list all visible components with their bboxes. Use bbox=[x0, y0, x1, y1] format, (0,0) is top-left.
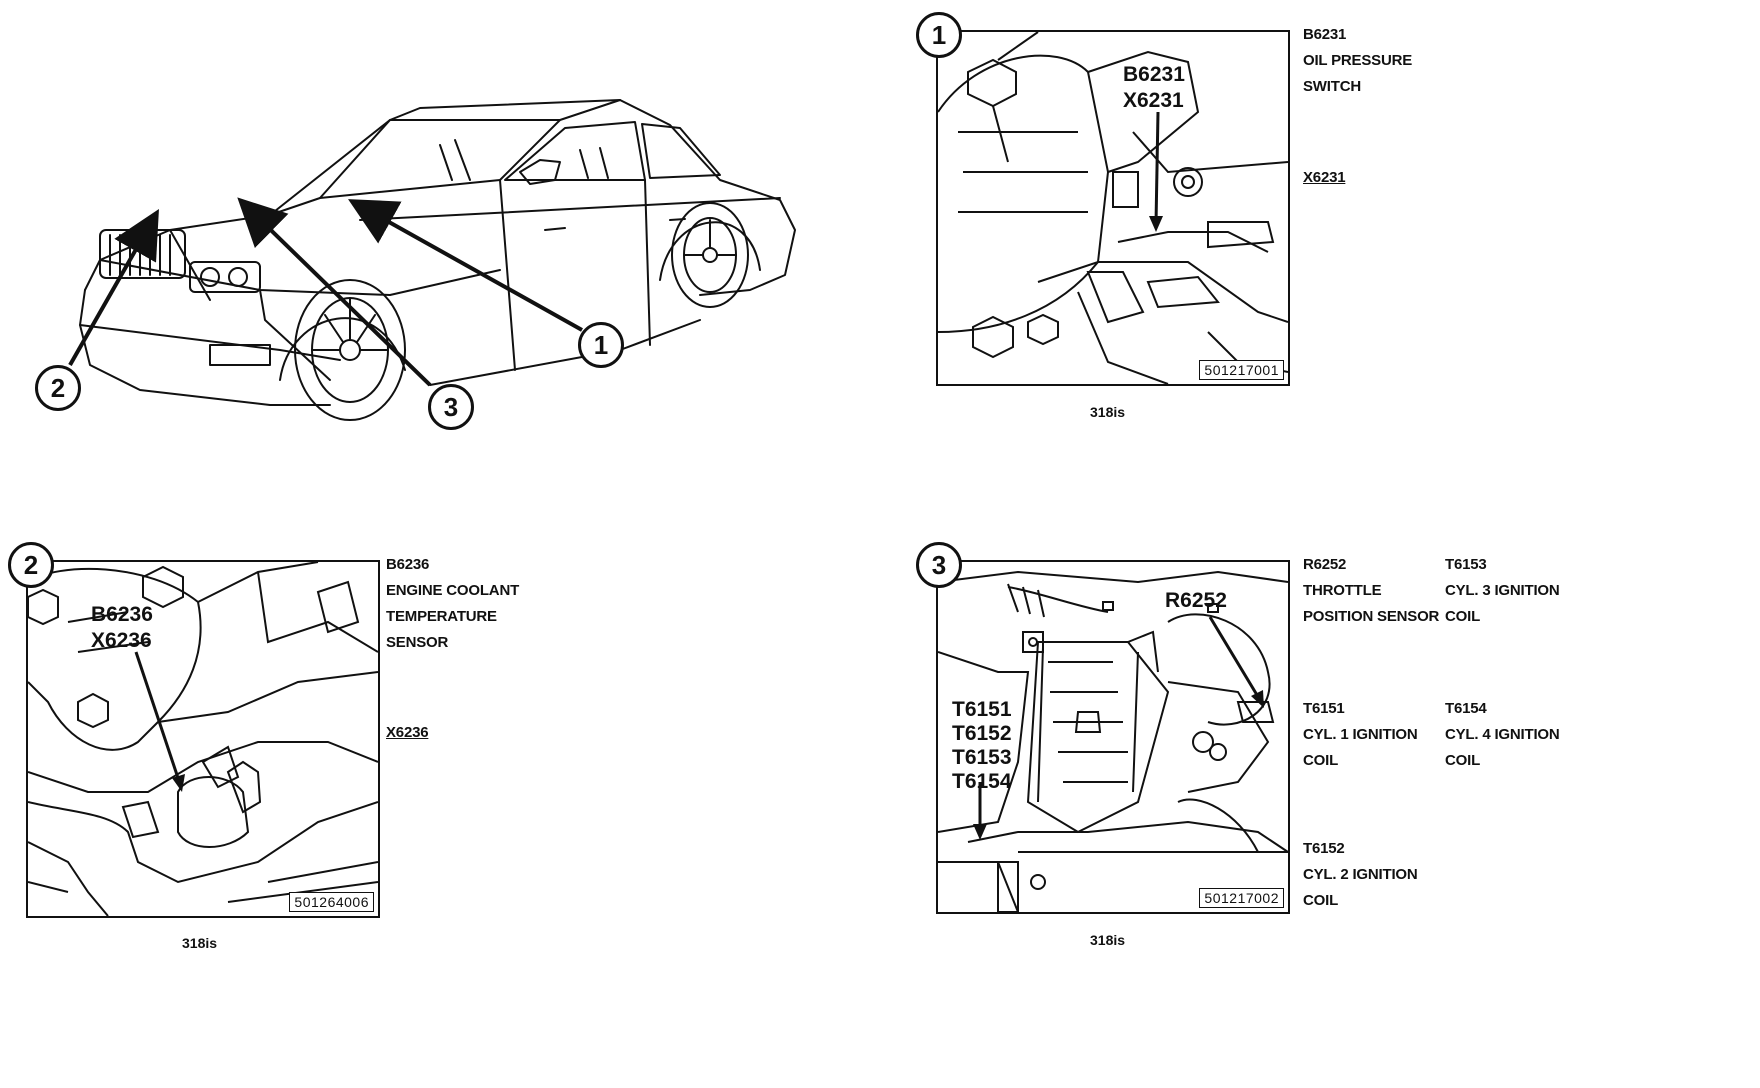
marker-3: 3 bbox=[428, 384, 474, 430]
marker-2: 2 bbox=[35, 365, 81, 411]
callout-b6236-x6236: B6236 X6236 bbox=[91, 603, 153, 652]
panel-badge-1: 1 bbox=[916, 12, 962, 58]
panel-coolant-temp-sensor: B6236 X6236 501264006 bbox=[26, 560, 380, 918]
legend-t6153: T6153 CYL. 3 IGNITION COIL bbox=[1445, 556, 1560, 625]
model-label: 318is bbox=[182, 935, 218, 951]
legend-b6231: B6231 OIL PRESSURE SWITCH bbox=[1303, 26, 1413, 95]
legend-t6152: T6152 CYL. 2 IGNITION COIL bbox=[1303, 840, 1418, 909]
legend-connector-x6231: X6231 bbox=[1303, 169, 1346, 186]
engine-detail-illustration-2 bbox=[28, 562, 378, 916]
legend-t6151: T6151 CYL. 1 IGNITION COIL bbox=[1303, 700, 1418, 769]
callout-r6252: R6252 bbox=[1165, 589, 1227, 612]
panel-badge-2: 2 bbox=[8, 542, 54, 588]
figure-ref-code: 501217002 bbox=[1199, 888, 1284, 908]
figure-ref-code: 501264006 bbox=[289, 892, 374, 912]
engine-detail-illustration-1 bbox=[938, 32, 1288, 384]
panel-throttle-ignition-coils: R6252 T6151 T6152 T6153 T6154 501217002 bbox=[936, 560, 1290, 914]
legend-connector-x6236: X6236 bbox=[386, 724, 429, 741]
car-overview bbox=[60, 80, 820, 500]
model-label: 318is bbox=[1090, 932, 1126, 948]
legend-t6154: T6154 CYL. 4 IGNITION COIL bbox=[1445, 700, 1560, 769]
car-illustration bbox=[68, 99, 796, 421]
engine-detail-illustration-3 bbox=[938, 570, 1288, 912]
panel-badge-3: 3 bbox=[916, 542, 962, 588]
figure-ref-code: 501217001 bbox=[1199, 360, 1284, 380]
marker-1: 1 bbox=[578, 322, 624, 368]
callout-t6151-t6154: T6151 T6152 T6153 T6154 bbox=[952, 698, 1012, 793]
legend-b6236: B6236 ENGINE COOLANT TEMPERATURE SENSOR bbox=[386, 556, 520, 651]
legend-r6252: R6252 THROTTLE POSITION SENSOR bbox=[1303, 556, 1440, 625]
callout-b6231-x6231: B6231 X6231 bbox=[1123, 63, 1185, 112]
model-label: 318is bbox=[1090, 404, 1126, 420]
panel-oil-pressure-switch: B6231 X6231 501217001 bbox=[936, 30, 1290, 386]
